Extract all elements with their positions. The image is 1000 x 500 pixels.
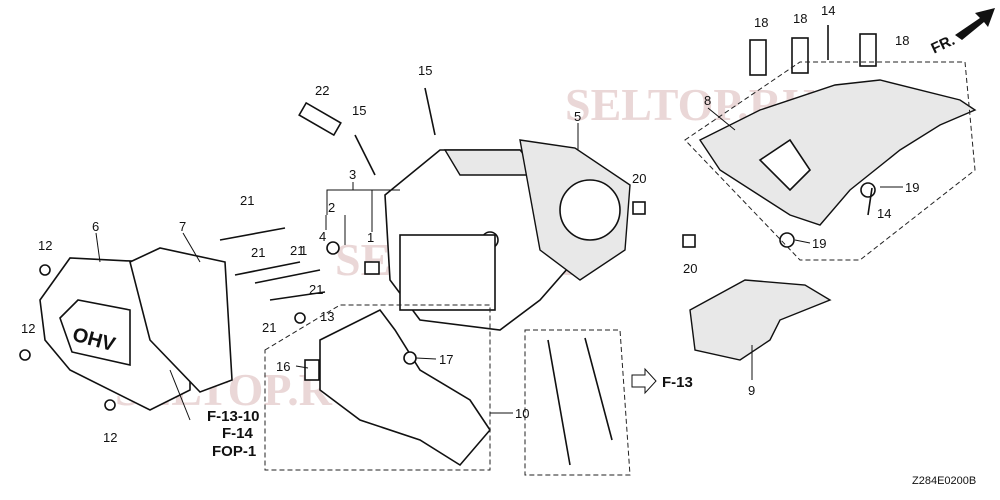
callout[interactable]: 14: [821, 3, 835, 18]
reference-fop1[interactable]: FOP-1: [212, 443, 256, 460]
leader-lines: [95, 107, 903, 421]
callout[interactable]: 1: [367, 230, 374, 245]
callout[interactable]: 21: [240, 193, 254, 208]
front-direction-indicator: FR.: [928, 8, 995, 57]
gasket-bore: [559, 179, 621, 241]
callout[interactable]: 20: [683, 261, 697, 276]
head-shroud: [698, 79, 977, 226]
callout[interactable]: 21: [251, 245, 265, 260]
callout[interactable]: 19: [812, 236, 826, 251]
callout[interactable]: 3: [349, 167, 356, 182]
reference-f14[interactable]: F-14: [222, 425, 254, 442]
callout[interactable]: 12: [103, 430, 117, 445]
callouts: 18 18 14 18 15 22 15 5 8 3 2 4 1 1 21 21…: [21, 3, 919, 445]
shroud-group-box: [684, 61, 976, 261]
callout[interactable]: 18: [895, 33, 909, 48]
fasteners: [19, 25, 877, 466]
callout[interactable]: 19: [905, 180, 919, 195]
callout[interactable]: 10: [515, 406, 529, 421]
reference-arrow-icon: [631, 367, 657, 395]
callout[interactable]: 1: [300, 243, 307, 258]
callout[interactable]: 13: [320, 309, 334, 324]
callout[interactable]: 18: [793, 11, 807, 26]
callout[interactable]: 21: [262, 320, 276, 335]
reference-f13-10[interactable]: F-13-10: [207, 408, 260, 425]
callout[interactable]: 5: [574, 109, 581, 124]
callout[interactable]: 4: [319, 229, 326, 244]
svg-text:FR.: FR.: [928, 32, 957, 58]
callout[interactable]: 18: [754, 15, 768, 30]
bracket-group-box: [264, 304, 491, 471]
reference-f13[interactable]: F-13: [662, 374, 693, 391]
cylinder-head: [384, 149, 576, 331]
callout[interactable]: 16: [276, 359, 290, 374]
callout[interactable]: 22: [315, 83, 329, 98]
callout[interactable]: 7: [179, 219, 186, 234]
callout[interactable]: 14: [877, 206, 891, 221]
callout[interactable]: 2: [328, 200, 335, 215]
callout[interactable]: 6: [92, 219, 99, 234]
callout[interactable]: 8: [704, 93, 711, 108]
stud-group-box: [524, 329, 631, 476]
bracket: [319, 308, 492, 467]
callout[interactable]: 21: [309, 282, 323, 297]
callout[interactable]: 17: [439, 352, 453, 367]
callout[interactable]: 9: [748, 383, 755, 398]
callout[interactable]: 20: [632, 171, 646, 186]
diagram-code: Z284E0200B: [912, 475, 976, 487]
callout[interactable]: 12: [38, 238, 52, 253]
valve-cover-gasket: [129, 247, 233, 393]
shield-plate: [689, 279, 832, 361]
callout[interactable]: 21: [290, 243, 304, 258]
callout[interactable]: 15: [418, 63, 432, 78]
callout[interactable]: 15: [352, 103, 366, 118]
callout[interactable]: 12: [21, 321, 35, 336]
